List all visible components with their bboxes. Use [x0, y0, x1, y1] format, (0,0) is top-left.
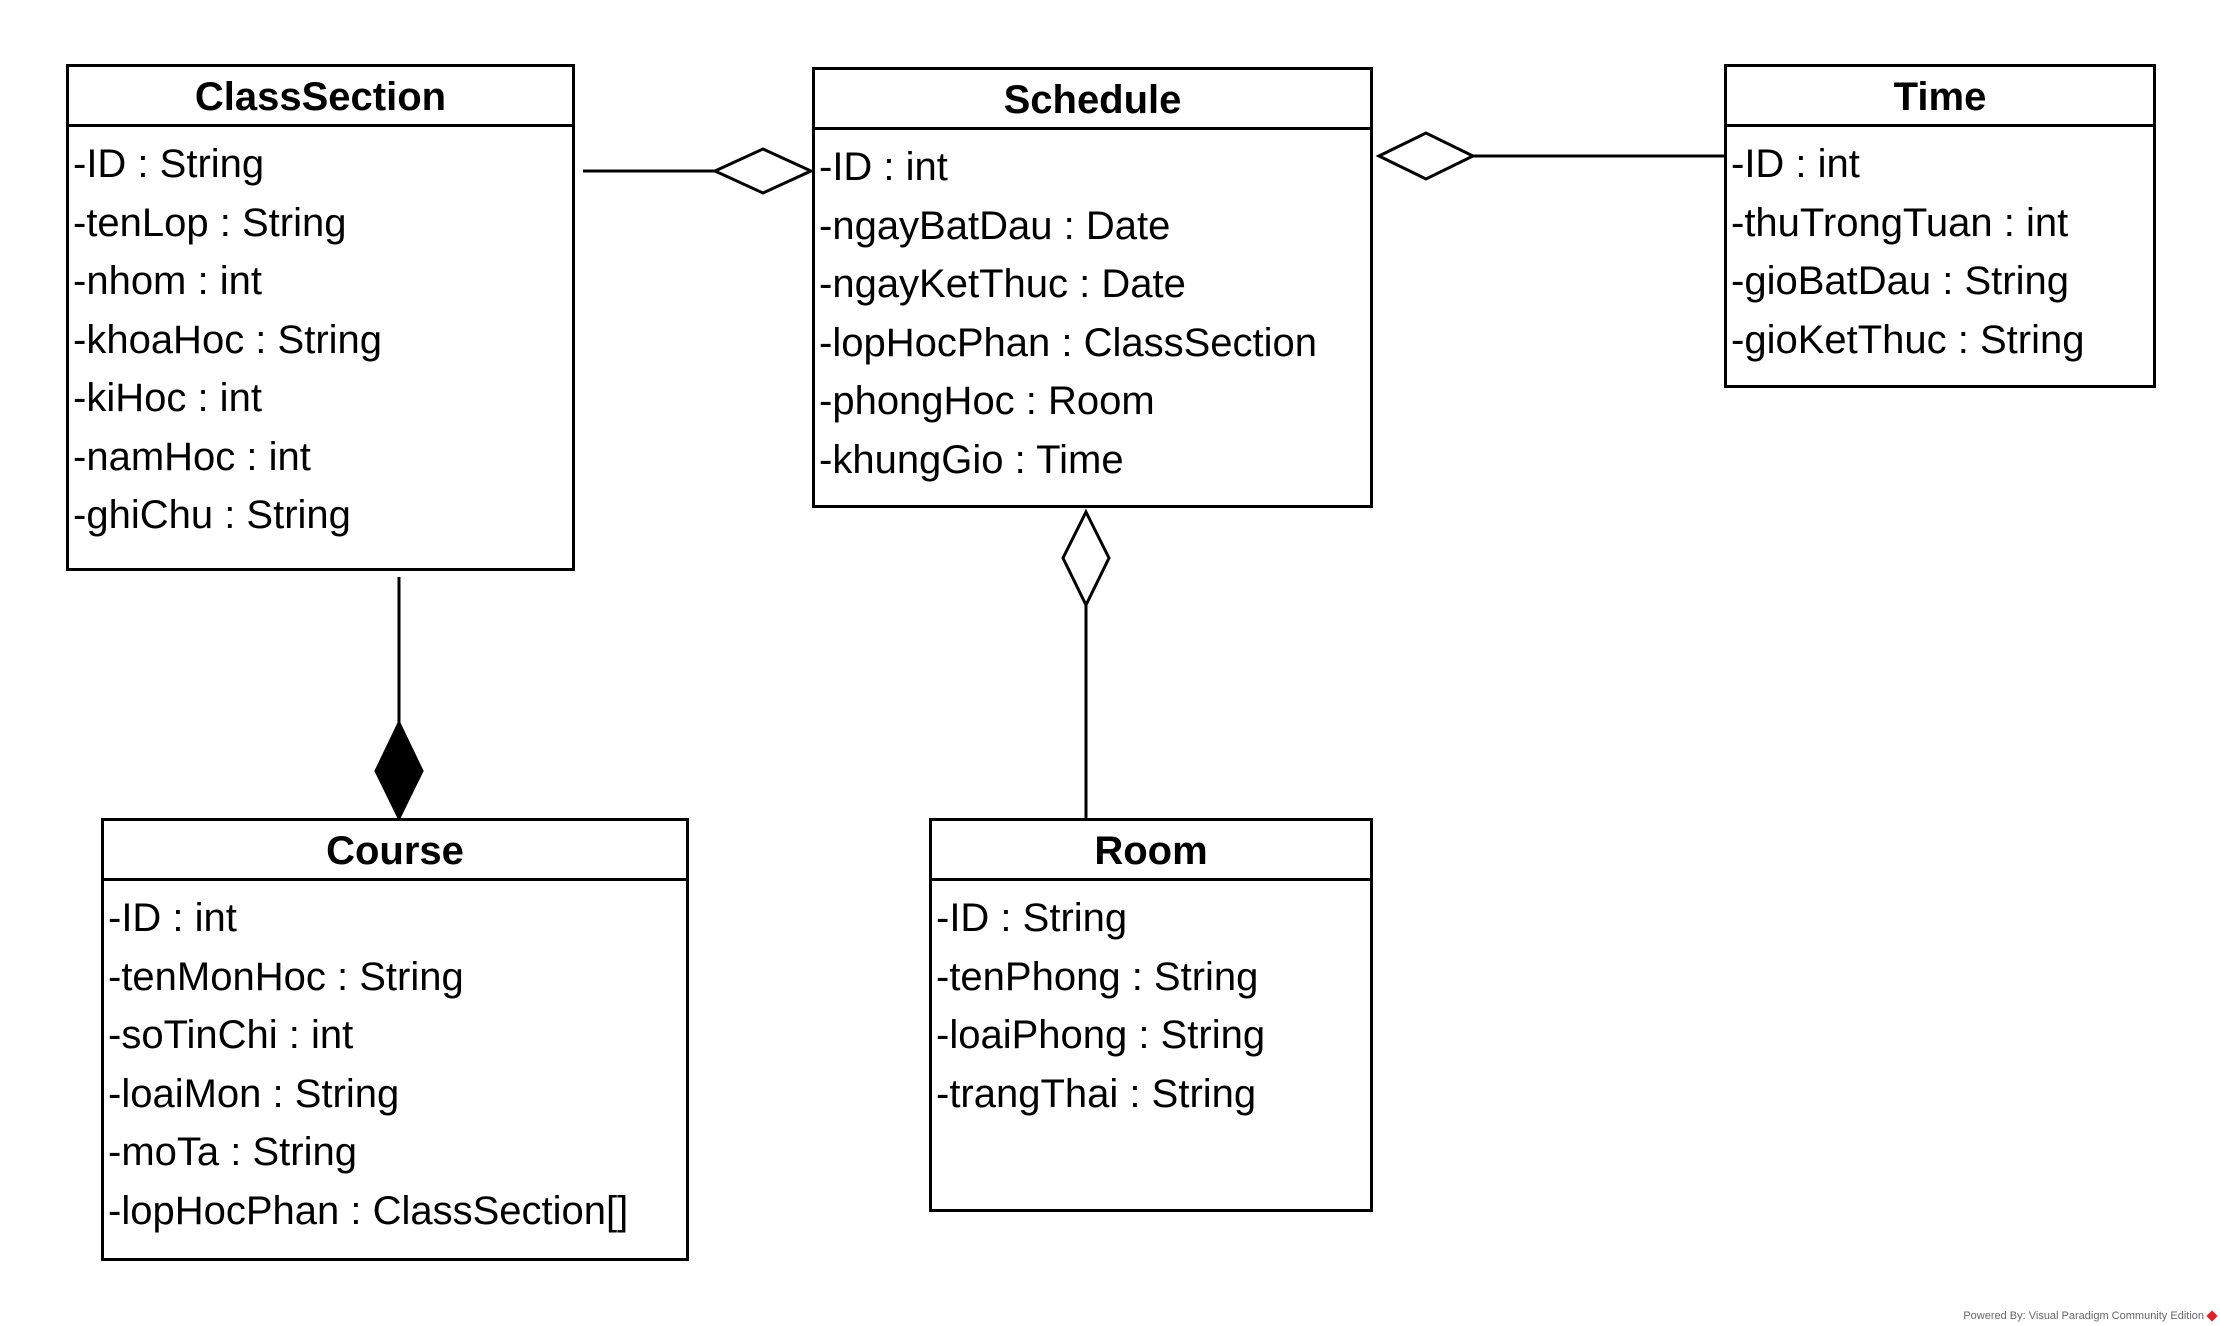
attribute: -nhom : int — [73, 259, 262, 303]
attribute: -tenMonHoc : String — [108, 954, 464, 999]
aggregation-diamond — [711, 147, 815, 195]
aggregation-diamond — [1375, 131, 1477, 181]
class-course[interactable]: Course -ID : int -tenMonHoc : String -so… — [101, 818, 689, 1261]
attribute: -khungGio : Time — [819, 437, 1124, 482]
attribute: -lopHocPhan : ClassSection — [819, 320, 1318, 365]
class-name: Course — [104, 821, 686, 881]
attribute: -phongHoc : Room — [819, 379, 1155, 423]
attribute: -kiHoc : int — [73, 376, 262, 420]
attribute: -loaiPhong : String — [936, 1013, 1266, 1057]
composition-diamond — [374, 719, 424, 822]
attribute: -moTa : String — [108, 1130, 357, 1174]
attribute-list: -ID : String -tenPhong : String -loaiPho… — [932, 881, 1370, 1123]
class-room[interactable]: Room -ID : String -tenPhong : String -lo… — [929, 818, 1373, 1212]
aggregation-classsection-schedule — [583, 147, 815, 195]
attribute: -gioKetThuc : String — [1731, 317, 2085, 362]
class-name: Time — [1727, 67, 2153, 127]
attribute-list: -ID : int -ngayBatDau : Date -ngayKetThu… — [815, 130, 1370, 489]
attribute: -khoaHoc : String — [73, 317, 383, 362]
class-name: Schedule — [815, 70, 1370, 130]
composition-classsection-course — [374, 577, 424, 822]
aggregation-diamond — [1061, 508, 1111, 609]
aggregation-room-schedule — [1061, 508, 1111, 818]
aggregation-time-schedule — [1375, 131, 1724, 181]
attribute: -namHoc : int — [73, 434, 311, 479]
attribute: -ID : int — [819, 145, 948, 189]
attribute: -ID : int — [108, 896, 237, 940]
class-name: ClassSection — [69, 67, 572, 127]
class-name: Room — [932, 821, 1370, 881]
attribute: -ID : int — [1731, 142, 1860, 186]
class-classsection[interactable]: ClassSection -ID : String -tenLop : Stri… — [66, 64, 575, 571]
attribute: -tenLop : String — [73, 200, 347, 245]
watermark: Powered By: Visual Paradigm Community Ed… — [1963, 1310, 2218, 1322]
attribute: -ngayKetThuc : Date — [819, 262, 1186, 306]
attribute: -loaiMon : String — [108, 1071, 400, 1116]
attribute: -ngayBatDau : Date — [819, 203, 1171, 248]
attribute: -tenPhong : String — [936, 954, 1259, 999]
attribute: -gioBatDau : String — [1731, 259, 2069, 303]
attribute-list: -ID : int -tenMonHoc : String -soTinChi … — [104, 881, 686, 1240]
watermark-text: Powered By: Visual Paradigm Community Ed… — [1963, 1310, 2204, 1322]
visual-paradigm-logo-icon — [2206, 1310, 2218, 1322]
attribute: -ID : String — [73, 142, 265, 186]
attribute: -thuTrongTuan : int — [1731, 200, 2069, 245]
attribute: -ghiChu : String — [73, 493, 351, 537]
attribute: -lopHocPhan : ClassSection[] — [108, 1188, 629, 1233]
attribute-list: -ID : int -thuTrongTuan : int -gioBatDau… — [1727, 127, 2153, 369]
attribute-list: -ID : String -tenLop : String -nhom : in… — [69, 127, 572, 545]
attribute: -soTinChi : int — [108, 1013, 354, 1057]
attribute: -trangThai : String — [936, 1071, 1257, 1116]
class-schedule[interactable]: Schedule -ID : int -ngayBatDau : Date -n… — [812, 67, 1373, 508]
class-time[interactable]: Time -ID : int -thuTrongTuan : int -gioB… — [1724, 64, 2156, 388]
attribute: -ID : String — [936, 896, 1128, 940]
